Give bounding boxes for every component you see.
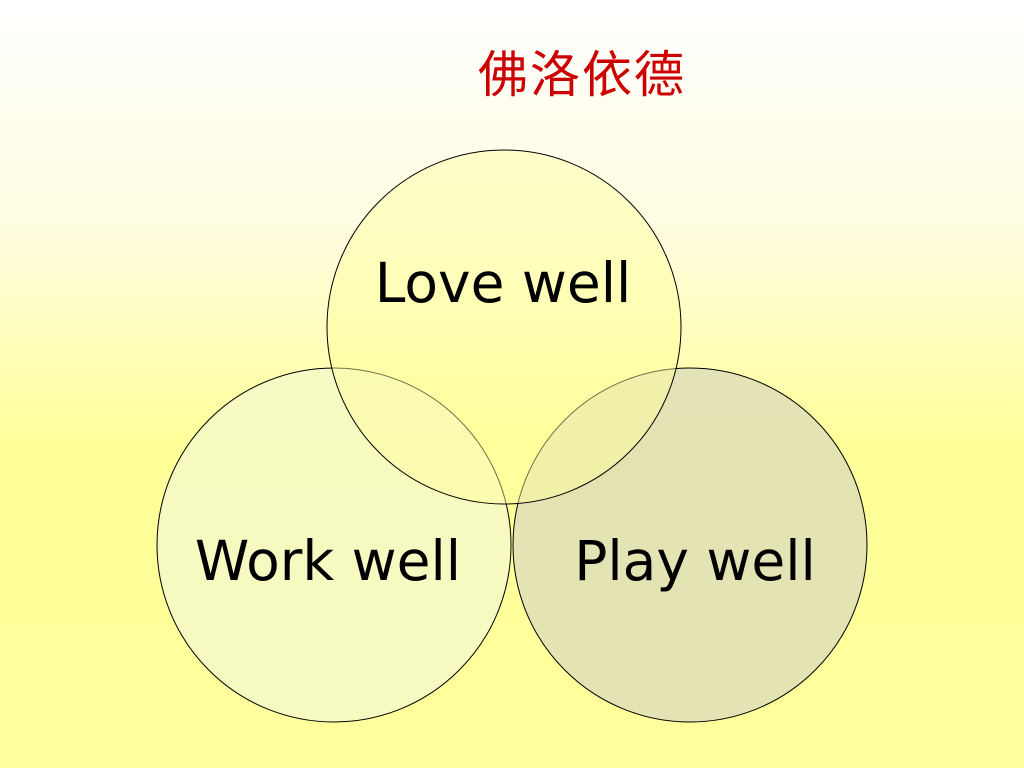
work-circle: [156, 367, 512, 723]
slide-title: 佛洛依德: [478, 46, 686, 104]
work-label: Work well: [195, 529, 461, 593]
play-circle: [512, 367, 868, 723]
love-label: Love well: [375, 251, 632, 315]
play-label: Play well: [574, 529, 816, 593]
love-circle: [326, 149, 682, 505]
